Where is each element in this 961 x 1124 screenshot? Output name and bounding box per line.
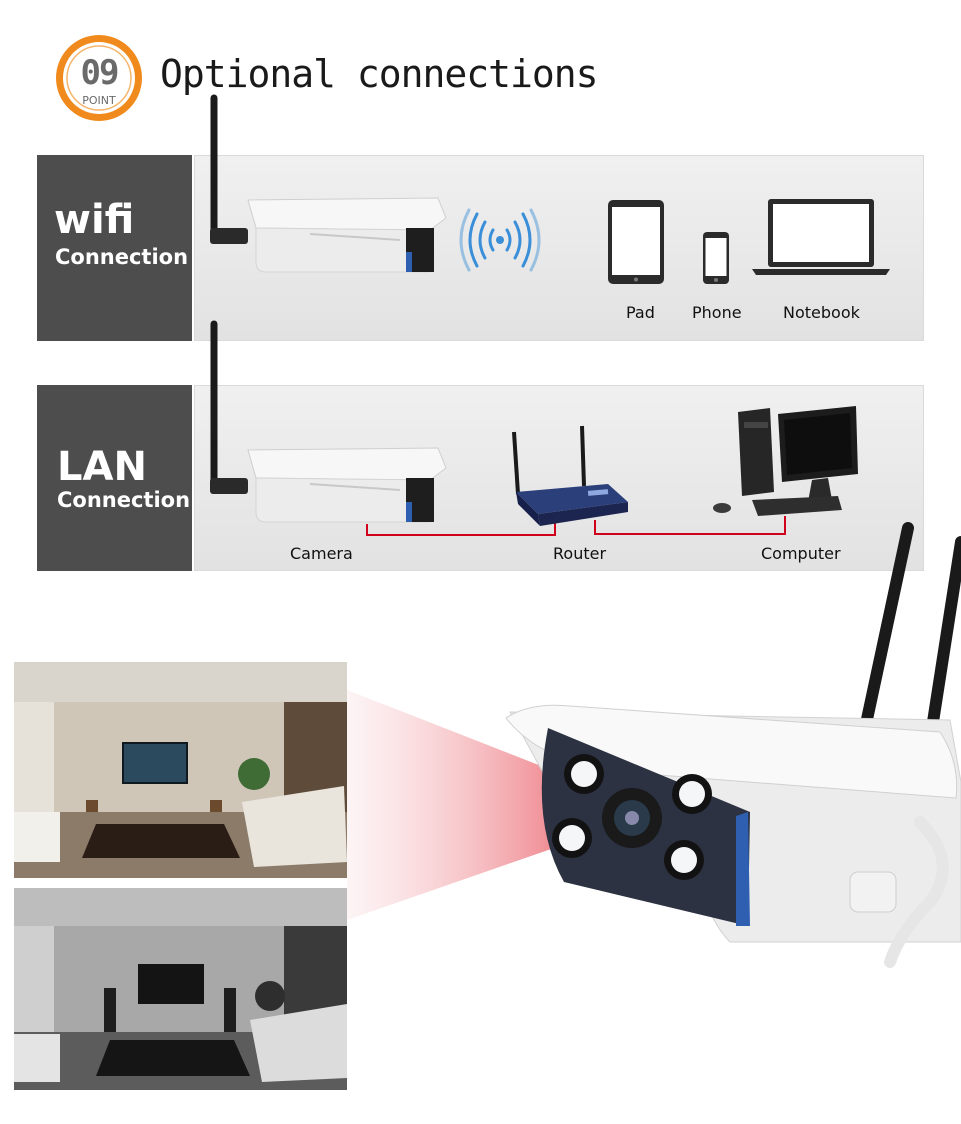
ir-beam xyxy=(347,690,577,920)
device-label-phone: Phone xyxy=(692,303,742,322)
tablet-icon xyxy=(608,200,664,284)
router-icon xyxy=(512,425,628,526)
lan-title: LAN xyxy=(57,444,147,490)
badge-word: POINT xyxy=(82,94,116,107)
device-label-pad: Pad xyxy=(626,303,655,322)
ir-led-group xyxy=(552,754,712,880)
device-label-router: Router xyxy=(553,544,607,563)
lan-subtitle: Connection xyxy=(57,488,191,512)
device-label-computer: Computer xyxy=(761,544,841,563)
room-image-color xyxy=(14,662,347,878)
wifi-title: wifi xyxy=(54,197,135,243)
wifi-subtitle: Connection xyxy=(55,245,189,269)
bullet-camera-icon xyxy=(210,320,447,523)
device-label-camera: Camera xyxy=(290,544,353,563)
room-image-night xyxy=(14,888,347,1090)
point-badge-icon: 09 POINT xyxy=(56,35,142,121)
bullet-camera-icon xyxy=(505,522,961,968)
badge-number: 09 xyxy=(81,53,118,93)
device-label-notebook: Notebook xyxy=(783,303,860,322)
lan-cables xyxy=(366,516,786,536)
bullet-camera-icon xyxy=(210,94,447,273)
wifi-label-box: wifi Connection xyxy=(37,155,192,341)
lan-label-box: LAN Connection xyxy=(37,385,192,571)
phone-icon xyxy=(703,232,729,284)
laptop-icon xyxy=(752,199,890,275)
desktop-computer-icon xyxy=(713,406,858,516)
page-title: Optional connections xyxy=(160,52,599,96)
wifi-signal-icon xyxy=(459,208,541,272)
